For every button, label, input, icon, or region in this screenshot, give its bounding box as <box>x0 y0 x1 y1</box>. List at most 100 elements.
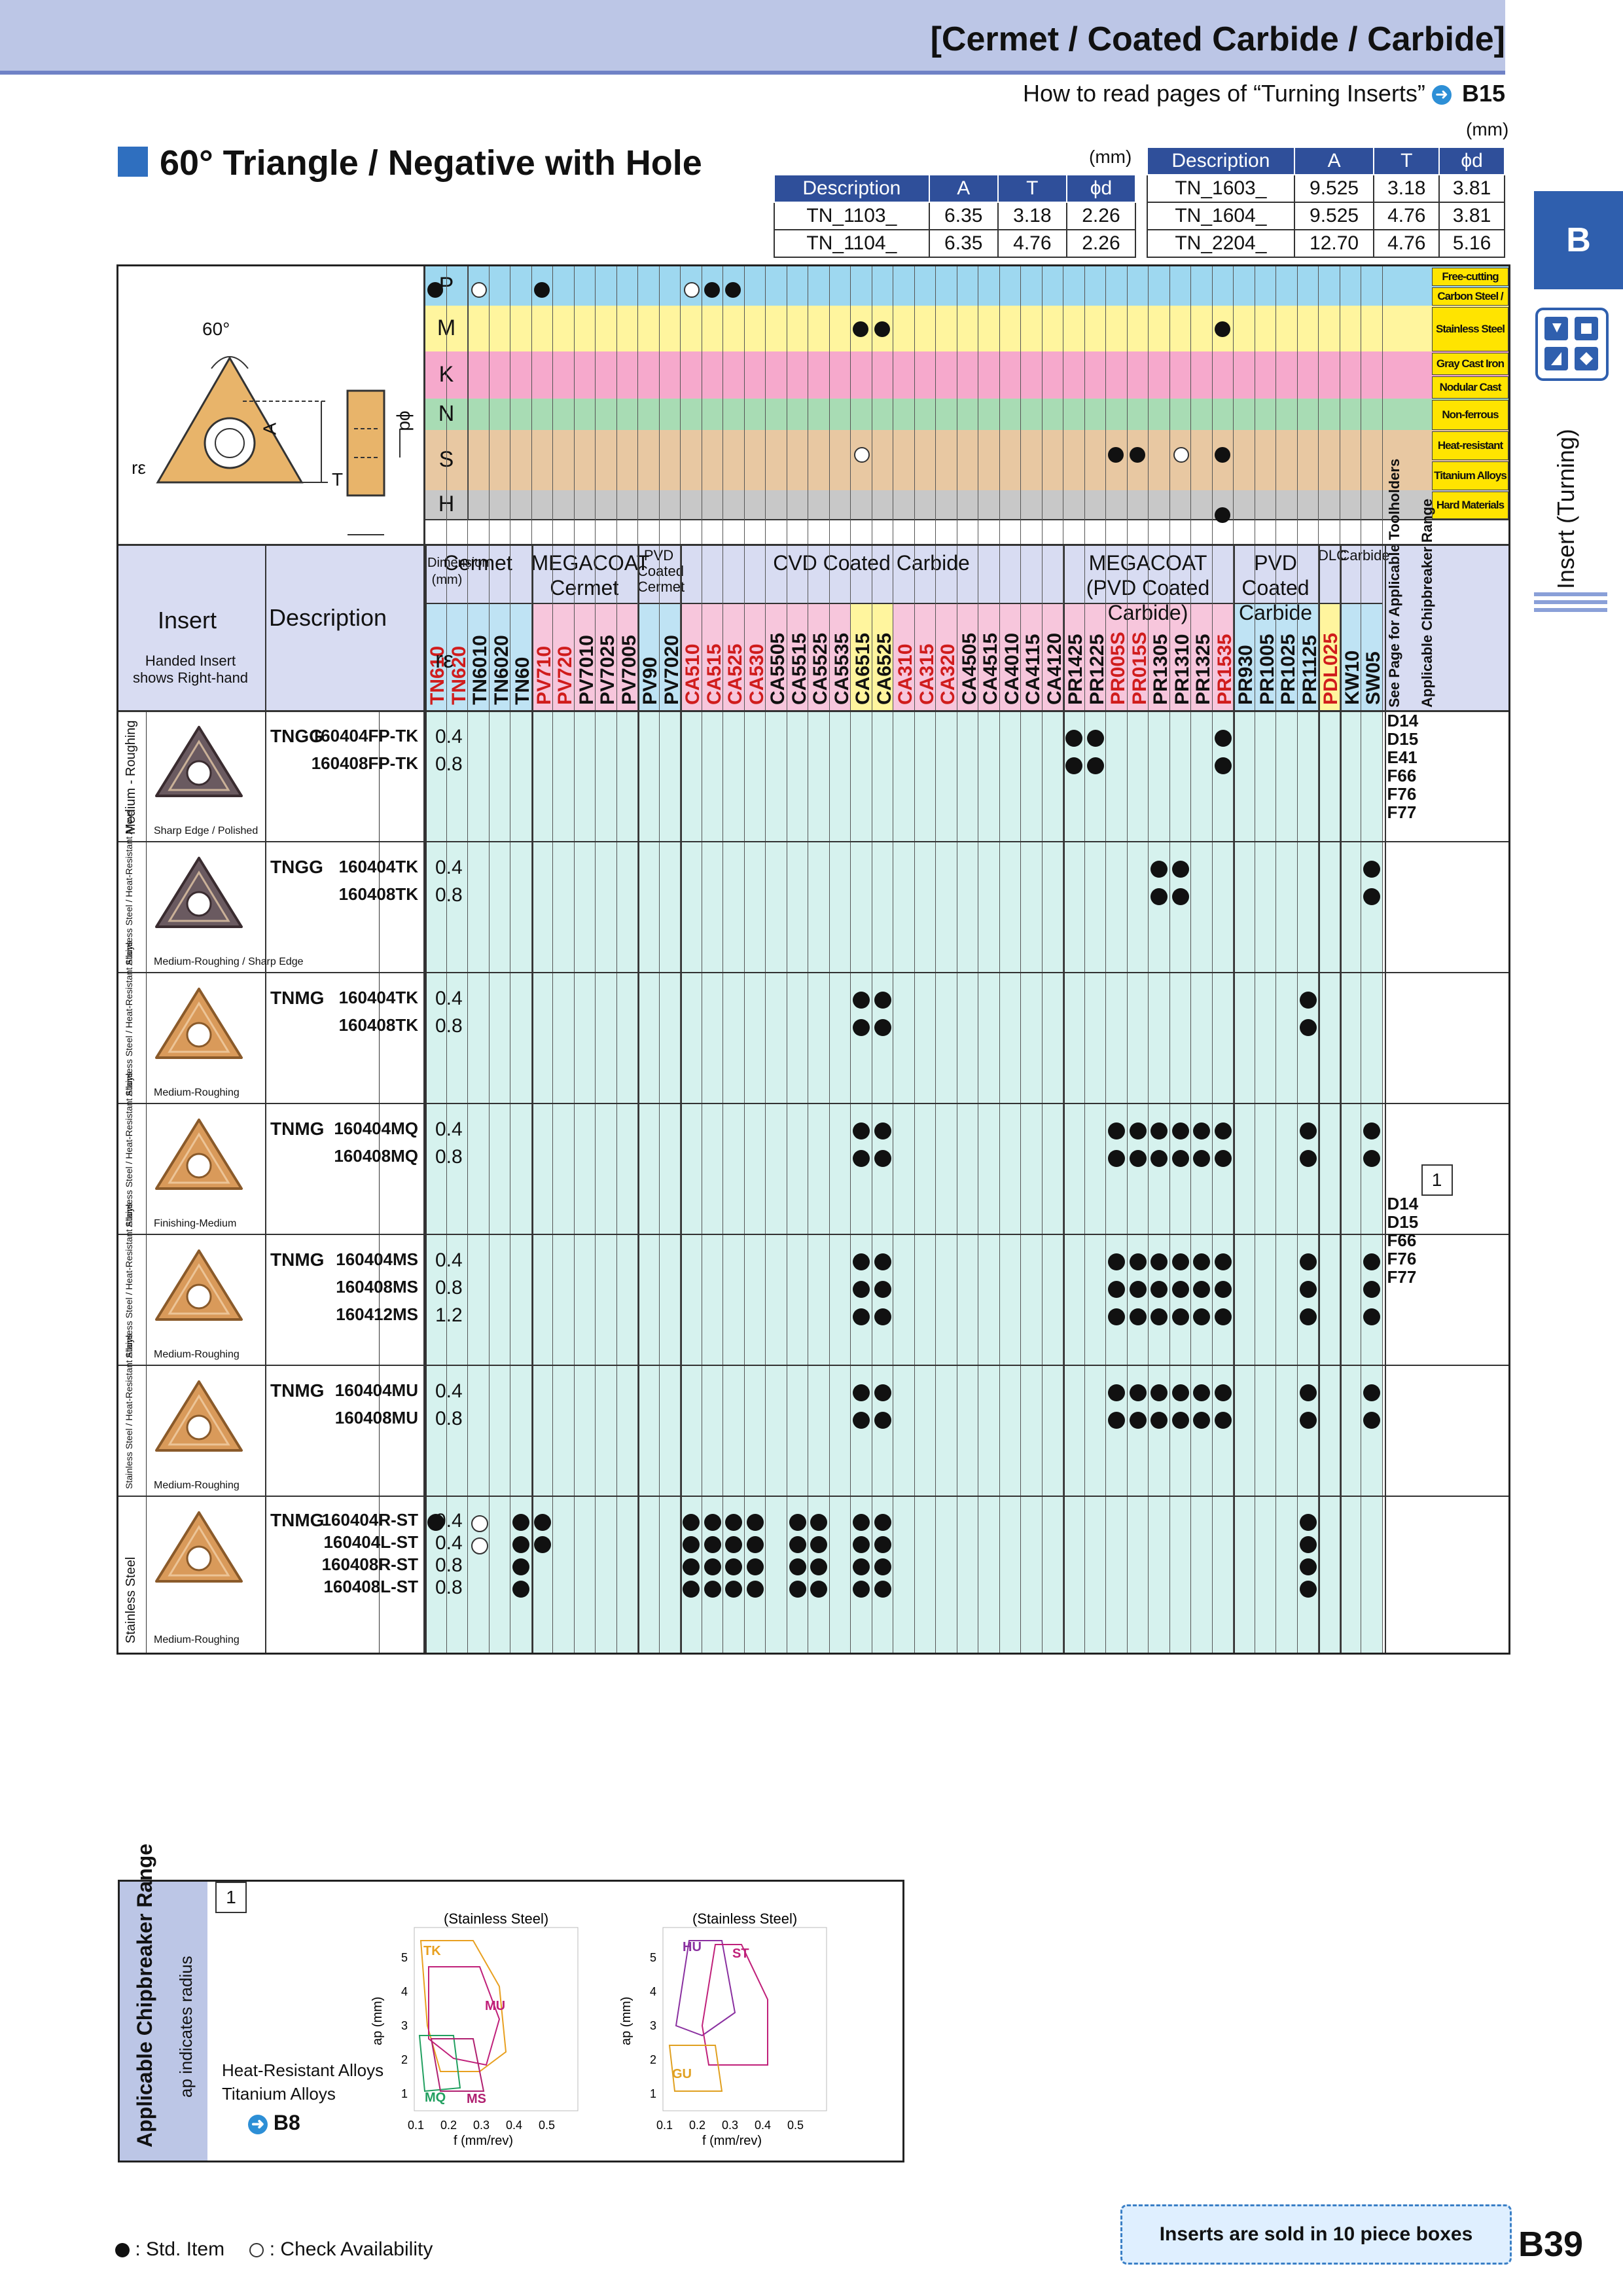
dim-cell: 12.70 <box>1293 229 1375 258</box>
chipbreaker-side-panel: Applicable Chipbreaker Range ap indicate… <box>120 1844 207 2161</box>
grade-col-line <box>573 266 575 1653</box>
std-item-dot <box>704 1514 721 1531</box>
material-letter-cell <box>425 399 469 430</box>
side-label-line <box>146 710 147 1653</box>
range-label-HU: HU <box>683 1940 702 1954</box>
x-tick: 0.5 <box>787 2119 804 2132</box>
grade-head-cell <box>1169 603 1190 710</box>
dimension-head: Dimension (mm) <box>427 556 490 587</box>
group-divider <box>1063 544 1065 1653</box>
insert-dimension-drawing <box>138 312 505 551</box>
group-head-cermet: Cermet <box>443 551 512 575</box>
y-tick: 1 <box>401 2087 408 2100</box>
insert-code: 160404FP-TK <box>311 726 418 745</box>
dim-cell: 2.26 <box>1065 229 1137 258</box>
holder-page-ref: D15 <box>1387 1212 1419 1232</box>
material-std-dot <box>704 282 720 298</box>
chipbreaker-range-box: Applicable Chipbreaker Range ap indicate… <box>118 1844 904 2162</box>
grade-head-cell <box>1041 603 1063 710</box>
insert-prefix: TNGG <box>270 857 323 877</box>
grade-head-cell <box>1254 603 1275 710</box>
material-band-M <box>425 306 1508 351</box>
legend-std: : Std. Item <box>135 2238 225 2260</box>
howto-link[interactable]: How to read pages of “Turning Inserts” ➜… <box>1023 80 1505 107</box>
y-tick: 3 <box>650 2019 656 2032</box>
std-item-dot <box>1363 1150 1380 1167</box>
material-std-dot <box>874 321 890 337</box>
material-check-circle <box>471 282 487 298</box>
grade-col-line <box>658 266 660 1653</box>
std-item-dot <box>1171 861 1189 878</box>
y-tick: 2 <box>401 2053 408 2066</box>
insert-code: 160404MQ <box>334 1119 418 1138</box>
std-item-dot <box>746 1558 764 1575</box>
std-item-dot <box>1299 992 1317 1009</box>
drawing-angle-label: 60° <box>202 319 230 339</box>
chipbreaker-type: Medium-Roughing / Sharp Edge <box>154 956 304 967</box>
chipbreaker-type: Sharp Edge / Polished <box>154 825 259 836</box>
x-tick: 0.1 <box>656 2119 673 2132</box>
title-square-icon <box>118 147 148 177</box>
insert-code: 160408L-ST <box>323 1577 418 1596</box>
nose-radius: 0.4 <box>435 857 463 878</box>
std-item-dot <box>1108 1150 1125 1167</box>
std-item-dot <box>874 1536 891 1553</box>
std-item-dot <box>725 1581 742 1598</box>
std-item-dot <box>1129 1253 1147 1270</box>
range-label-MQ: MQ <box>425 2090 446 2105</box>
dim-cell: 3.18 <box>1373 174 1440 203</box>
re-col-line <box>423 266 425 1653</box>
group-divider <box>1339 544 1342 1653</box>
material-letter-cell <box>425 351 469 399</box>
range-outline-ST <box>701 1944 768 2066</box>
material-std-dot <box>1214 447 1230 463</box>
std-item-dot <box>1363 888 1380 905</box>
grade-col-line <box>1126 266 1128 1653</box>
dim-cell: TN_1104_ <box>774 229 930 258</box>
nose-radius: 0.8 <box>435 1554 463 1576</box>
grade-col-line <box>446 266 447 1653</box>
howto-page: B15 <box>1461 80 1505 107</box>
dim-header-3: ϕd <box>1438 147 1505 175</box>
grade-head-cell <box>573 603 595 710</box>
nose-radius: 1.2 <box>435 1304 463 1326</box>
insert-prefix: TNMG <box>270 1380 325 1401</box>
std-item-dot <box>1150 861 1168 878</box>
range-label-MU: MU <box>485 1999 505 2013</box>
chipbreaker-side-title: Applicable Chipbreaker Range <box>133 1843 156 2147</box>
material-label: Gray Cast Iron <box>1432 353 1508 375</box>
std-item-dot <box>1214 1384 1232 1401</box>
holder-page-ref: F76 <box>1387 784 1417 804</box>
std-item-dot <box>1171 1150 1189 1167</box>
grade-head-cell <box>616 603 637 710</box>
group-divider <box>637 544 639 1653</box>
std-item-dot <box>1150 1150 1168 1167</box>
material-std-dot <box>1214 507 1230 523</box>
chipbreaker-ref-link[interactable]: ➜ B8 <box>248 2111 300 2135</box>
std-item-dot <box>704 1536 721 1553</box>
group-divider <box>425 544 427 1653</box>
y-tick: 3 <box>401 2019 408 2032</box>
std-item-dot <box>874 1581 891 1598</box>
insert-prefix: TNMG <box>270 1510 325 1530</box>
std-item-dot <box>1214 1308 1232 1325</box>
grade-col-line <box>1296 266 1298 1653</box>
grade-col-line <box>765 266 766 1653</box>
std-item-dot <box>1363 1281 1380 1298</box>
std-item-dot <box>1129 1281 1147 1298</box>
dim-unit-left: (mm) <box>1089 147 1132 167</box>
y-tick: 2 <box>650 2053 656 2066</box>
nose-radius: 0.4 <box>435 1380 463 1402</box>
group-divider <box>680 544 682 1653</box>
material-band-P <box>425 266 1508 306</box>
group-divider <box>1318 544 1320 1653</box>
grade-col-line <box>1318 266 1319 1653</box>
grade-head-cell <box>531 603 552 710</box>
x-tick: 0.3 <box>473 2119 490 2132</box>
chart-frame <box>414 1927 579 2111</box>
grade-col-line <box>637 266 638 1653</box>
range-label-TK: TK <box>423 1944 441 1958</box>
